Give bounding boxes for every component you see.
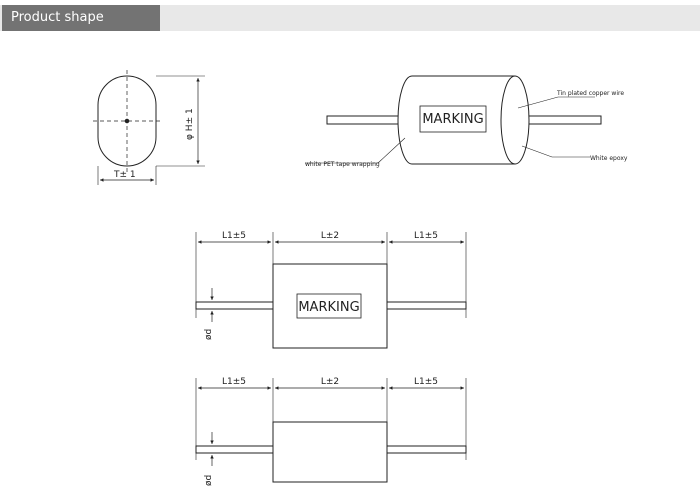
left-lead bbox=[195, 301, 274, 310]
dim-right-label: L1±5 bbox=[414, 377, 438, 387]
perspective-view bbox=[305, 75, 602, 165]
wire-label: Tin plated copper wire bbox=[556, 90, 624, 97]
left-lead-wire bbox=[326, 115, 408, 125]
epoxy-leader-line bbox=[521, 145, 590, 158]
diameter-label: ød bbox=[204, 329, 214, 340]
right-lead bbox=[386, 445, 467, 454]
marking-box bbox=[296, 293, 362, 319]
side-view-1 bbox=[195, 232, 467, 349]
marking-text: MARKING bbox=[298, 300, 359, 315]
epoxy-label: White epoxy bbox=[590, 155, 628, 162]
capacitor-body bbox=[272, 263, 388, 349]
dim-left-label: L1±5 bbox=[222, 377, 246, 387]
wire-leader-line bbox=[517, 96, 595, 109]
right-lead bbox=[386, 301, 467, 310]
width-label: T± 1 bbox=[113, 170, 136, 180]
dim-left-label: L1±5 bbox=[222, 231, 246, 241]
height-label: φ H± 1 bbox=[185, 108, 195, 140]
cylinder-end-cap bbox=[500, 75, 530, 165]
wrap-leader-line bbox=[305, 137, 406, 164]
marking-text: MARKING bbox=[422, 112, 483, 127]
dim-right-label: L1±5 bbox=[414, 231, 438, 241]
end-view bbox=[93, 70, 205, 185]
side-view-2 bbox=[195, 378, 467, 483]
center-point bbox=[124, 118, 130, 124]
left-lead bbox=[195, 445, 274, 454]
dim-body-label: L±2 bbox=[321, 231, 339, 241]
capacitor-body bbox=[272, 421, 388, 483]
wrap-label: white PET tape wrapping bbox=[305, 161, 380, 168]
section-title: Product shape bbox=[2, 5, 160, 31]
dim-body-label: L±2 bbox=[321, 377, 339, 387]
diameter-label: ød bbox=[204, 475, 214, 486]
marking-box bbox=[419, 105, 487, 133]
